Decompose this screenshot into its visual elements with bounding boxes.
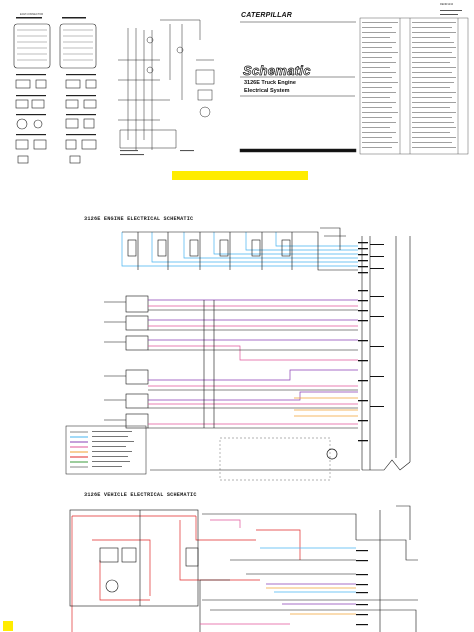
- subtitle-line-1: 3126E Truck Engine: [244, 80, 296, 86]
- sensor-icon: [125, 295, 149, 313]
- connector-thumb-1-icon: [15, 79, 31, 89]
- page-marker: [3, 621, 13, 631]
- vehicle-wires-blue: [260, 547, 356, 593]
- ecm-pin-marks: [358, 242, 384, 442]
- engine-wiring-overview: [118, 19, 215, 150]
- schematic-cover-sheet: [0, 0, 474, 168]
- ecm-block: [361, 236, 411, 471]
- sensor-wires-orange: [294, 397, 358, 417]
- left-panel-heading: ECM CONNECTOR: [20, 13, 44, 16]
- relay-icon: [185, 547, 199, 567]
- vehicle-wires-purple: [266, 583, 356, 605]
- engine-schematic: [65, 227, 411, 481]
- highlight-bar: [172, 171, 308, 180]
- vehicle-pin-marks: [356, 550, 368, 626]
- connector-icon: [99, 547, 119, 563]
- ecm-connector-right-icon: [59, 23, 97, 69]
- vehicle-wires-black: [69, 505, 418, 632]
- ground-icon: [326, 448, 338, 460]
- sensor-wires-purple: [148, 299, 358, 401]
- vehicle-wires-red: [71, 515, 301, 632]
- vehicle-wires-pink: [200, 519, 290, 625]
- ecm-connector-left-icon: [13, 23, 51, 69]
- wire-color-legend: [65, 425, 147, 475]
- connector-views-panel: [13, 23, 97, 164]
- page-title: Schematic: [243, 63, 311, 79]
- sensor-wires-pink: [148, 305, 358, 425]
- sensor-icon: [195, 69, 215, 85]
- parts-table: [359, 17, 469, 155]
- sensor-boxes: [104, 295, 149, 429]
- engine-section-title: 3126E ENGINE ELECTRICAL SCHEMATIC: [84, 216, 194, 222]
- doc-number: RENR1234: [440, 3, 454, 6]
- title-block: [239, 21, 357, 153]
- vehicle-wires-orange: [266, 587, 356, 615]
- vehicle-section-title: 3126E VEHICLE ELECTRICAL SCHEMATIC: [84, 492, 197, 498]
- injector-wires-black: [122, 227, 358, 271]
- sensor-wires-black: [148, 300, 358, 429]
- caterpillar-logo: CATERPILLAR: [241, 12, 293, 19]
- parts-table-rows: [362, 22, 456, 148]
- subtitle-line-2: Electrical System: [244, 88, 290, 94]
- injector-wires-blue: [121, 232, 358, 267]
- vehicle-schematic: [69, 505, 418, 632]
